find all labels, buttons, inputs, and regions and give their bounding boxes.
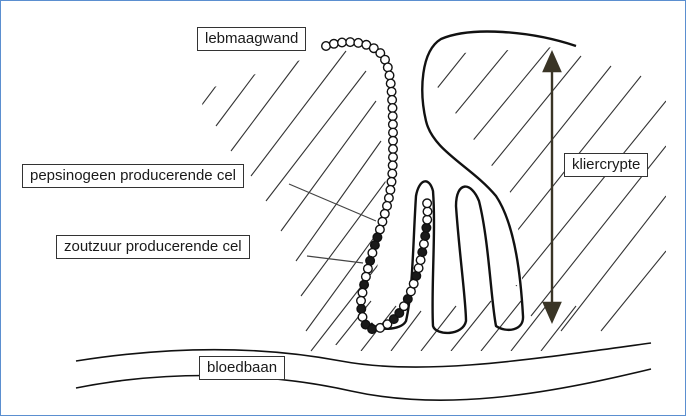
label-lebmaagwand: lebmaagwand (197, 27, 306, 51)
chief-cell (330, 40, 339, 49)
parietal-cell (422, 224, 431, 233)
parietal-cell (357, 305, 366, 314)
bloedbaan-upper-line (76, 343, 651, 367)
chief-cell (346, 38, 355, 47)
cell-chain (322, 38, 432, 334)
chief-cell (354, 39, 363, 48)
chief-cell (388, 104, 397, 113)
chief-cell (338, 38, 347, 47)
chief-cell (358, 288, 367, 297)
chief-cell (386, 186, 395, 195)
chief-cell (423, 207, 432, 216)
chief-cell (389, 137, 398, 146)
chief-cell (388, 169, 397, 178)
chief-cell (416, 256, 425, 265)
chief-cell (388, 112, 397, 121)
bloedbaan-lower-line (76, 369, 651, 400)
chief-cell (386, 79, 395, 88)
chief-cell (364, 264, 373, 273)
chief-cell (385, 194, 394, 203)
chief-cell (389, 145, 398, 154)
chief-cell (357, 297, 366, 306)
label-pepsinogeen-cel: pepsinogeen producerende cel (22, 164, 244, 188)
chief-cell (414, 264, 423, 273)
label-bloedbaan: bloedbaan (199, 356, 285, 380)
gland-outline (371, 32, 576, 333)
label-kliercrypte: kliercrypte (564, 153, 648, 177)
parietal-cell (418, 248, 427, 257)
zoutzuur-leader (307, 256, 363, 263)
chief-cell (389, 153, 398, 162)
parietal-cell (360, 280, 369, 289)
chief-cell (389, 128, 398, 137)
chief-cell (387, 178, 396, 187)
chief-cell (388, 161, 397, 170)
kliercrypte-arrow (544, 53, 560, 321)
chief-cell (388, 96, 397, 105)
parietal-cell (368, 325, 377, 334)
chief-cell (389, 120, 398, 129)
chief-cell (420, 240, 429, 249)
chief-cell (423, 199, 432, 208)
label-zoutzuur-cel: zoutzuur producerende cel (56, 235, 250, 259)
parietal-cell (421, 232, 430, 241)
chief-cell (423, 215, 432, 224)
chief-cell (362, 272, 371, 281)
chief-cell (384, 63, 393, 72)
chief-cell (387, 87, 396, 96)
chief-cell (385, 71, 394, 80)
